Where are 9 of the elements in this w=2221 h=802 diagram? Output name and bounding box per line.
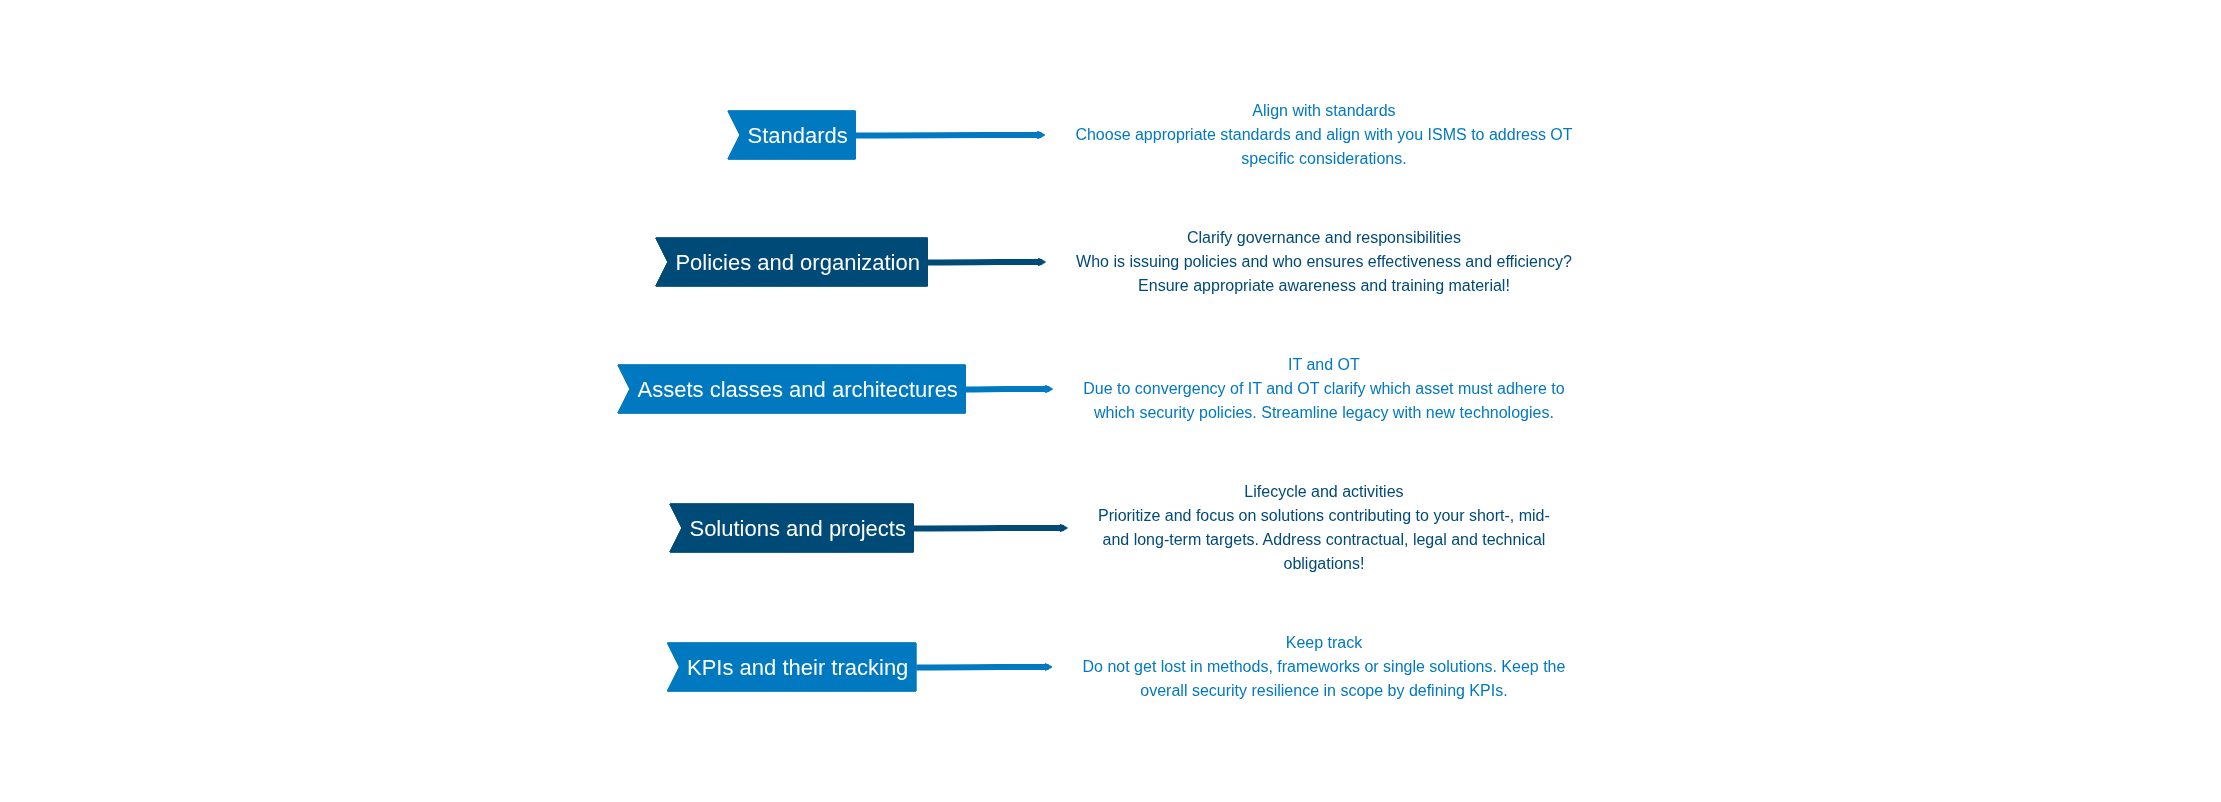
node-text: IT and OT Due to convergency of IT and OT clarify which asset must adhere to which security policies. Streamline legacy with new technologies. (1083, 356, 1565, 421)
arrow (856, 130, 1046, 140)
arrow (914, 523, 1069, 533)
node-text: Keep track Do not get lost in methods, frameworks or single solutions. Keep the overall security resilience in scope by defining KPIs. (1082, 634, 1566, 699)
node-text: Align with standards Choose appropriate standards and align with you ISMS to address OT specific considerations. (1075, 102, 1573, 167)
node-text: Lifecycle and activities Prioritize and focus on solutions contributing to your short-, mid- and long-term targets. Address contractual, legal and technical obligations! (1098, 483, 1551, 572)
arrow (928, 257, 1047, 267)
node-text: Clarify governance and responsibilities Who is issuing policies and who ensures effectiveness and efficiency? Ensure appropriate awareness and training material! (1076, 229, 1573, 294)
arrow (966, 384, 1054, 394)
